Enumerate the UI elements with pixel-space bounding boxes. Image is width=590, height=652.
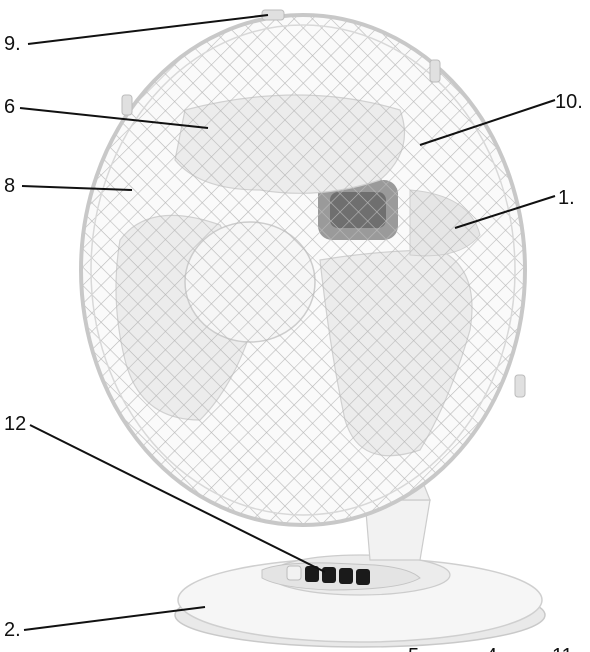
callout-8: 8 [4, 175, 15, 197]
off-button[interactable] [356, 569, 370, 585]
guard-clip-lower [515, 375, 525, 397]
guard-clip-right [430, 60, 440, 82]
speed-button-3[interactable] [339, 568, 353, 584]
callout-11: 11 [552, 645, 573, 652]
speed-button-2[interactable] [322, 567, 336, 583]
callout-12: 12 [4, 413, 26, 435]
guard-clip-left [122, 95, 132, 115]
callout-9: 9. [4, 33, 21, 55]
callout-5: 5 [408, 645, 419, 652]
callout-4: 4 [486, 645, 497, 652]
callout-6: 6 [4, 96, 15, 118]
fan-guard [60, 0, 540, 540]
callout-10: 10. [555, 91, 583, 113]
pilot-lamp [287, 566, 301, 580]
callout-2: 2. [4, 619, 21, 641]
callout-1: 1. [558, 187, 575, 209]
